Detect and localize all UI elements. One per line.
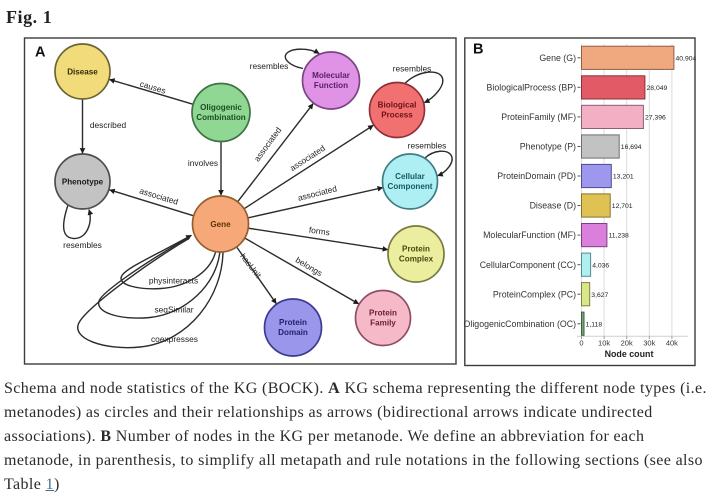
svg-text:12,701: 12,701: [612, 203, 633, 210]
svg-text:Phenotype: Phenotype: [62, 178, 104, 187]
svg-text:Combination: Combination: [196, 113, 246, 122]
svg-text:physinteracts: physinteracts: [149, 276, 198, 286]
svg-text:27,396: 27,396: [645, 115, 666, 122]
svg-text:Biological: Biological: [378, 101, 417, 110]
svg-text:Disease: Disease: [67, 68, 98, 77]
svg-text:10k: 10k: [598, 339, 610, 348]
svg-text:B: B: [473, 42, 483, 58]
svg-text:Gene: Gene: [210, 220, 231, 229]
svg-text:A: A: [35, 45, 46, 61]
svg-text:ProteinDomain (PD): ProteinDomain (PD): [497, 171, 576, 181]
svg-text:Node count: Node count: [605, 349, 654, 359]
svg-text:Family: Family: [370, 319, 396, 328]
svg-text:MolecularFunction (MF): MolecularFunction (MF): [483, 230, 576, 240]
svg-text:28,049: 28,049: [647, 85, 668, 92]
svg-text:Complex: Complex: [399, 255, 434, 264]
svg-text:described: described: [90, 120, 127, 130]
svg-text:coexpresses: coexpresses: [151, 334, 198, 344]
svg-text:resembles: resembles: [250, 61, 289, 71]
svg-text:40k: 40k: [666, 339, 678, 348]
svg-text:OligogenicCombination (OC): OligogenicCombination (OC): [464, 319, 577, 329]
svg-text:1,118: 1,118: [586, 321, 603, 328]
svg-text:30k: 30k: [643, 339, 655, 348]
svg-text:forms: forms: [308, 225, 330, 238]
svg-text:20k: 20k: [621, 339, 633, 348]
svg-text:Domain: Domain: [278, 328, 308, 337]
svg-text:Process: Process: [381, 111, 413, 120]
svg-text:Protein: Protein: [279, 318, 307, 327]
svg-text:seqSimilar: seqSimilar: [154, 305, 193, 315]
svg-text:4,036: 4,036: [592, 262, 609, 269]
svg-text:Gene (G): Gene (G): [539, 53, 576, 63]
svg-text:BiologicalProcess (BP): BiologicalProcess (BP): [487, 82, 577, 92]
svg-text:resembles: resembles: [408, 141, 447, 151]
svg-text:Oligogenic: Oligogenic: [200, 103, 242, 112]
svg-text:16,694: 16,694: [621, 144, 642, 151]
svg-text:Phenotype (P): Phenotype (P): [520, 142, 576, 152]
svg-text:CellularComponent (CC): CellularComponent (CC): [480, 260, 576, 270]
svg-text:11,238: 11,238: [609, 233, 630, 240]
svg-text:Protein: Protein: [402, 245, 430, 254]
svg-text:ProteinFamily (MF): ProteinFamily (MF): [501, 112, 576, 122]
svg-text:Cellular: Cellular: [395, 172, 426, 181]
svg-text:Disease (D): Disease (D): [530, 201, 577, 211]
svg-text:13,201: 13,201: [613, 174, 634, 181]
svg-text:3,627: 3,627: [591, 292, 608, 299]
svg-text:resembles: resembles: [63, 240, 102, 250]
svg-text:Molecular: Molecular: [312, 71, 351, 80]
svg-text:Component: Component: [388, 182, 433, 191]
svg-text:40,904: 40,904: [676, 55, 697, 62]
svg-text:ProteinComplex (PC): ProteinComplex (PC): [493, 289, 576, 299]
svg-text:Function: Function: [314, 81, 348, 90]
svg-text:Protein: Protein: [369, 309, 397, 318]
svg-text:0: 0: [579, 339, 583, 348]
svg-text:resembles: resembles: [393, 64, 432, 74]
svg-text:involves: involves: [188, 158, 218, 168]
